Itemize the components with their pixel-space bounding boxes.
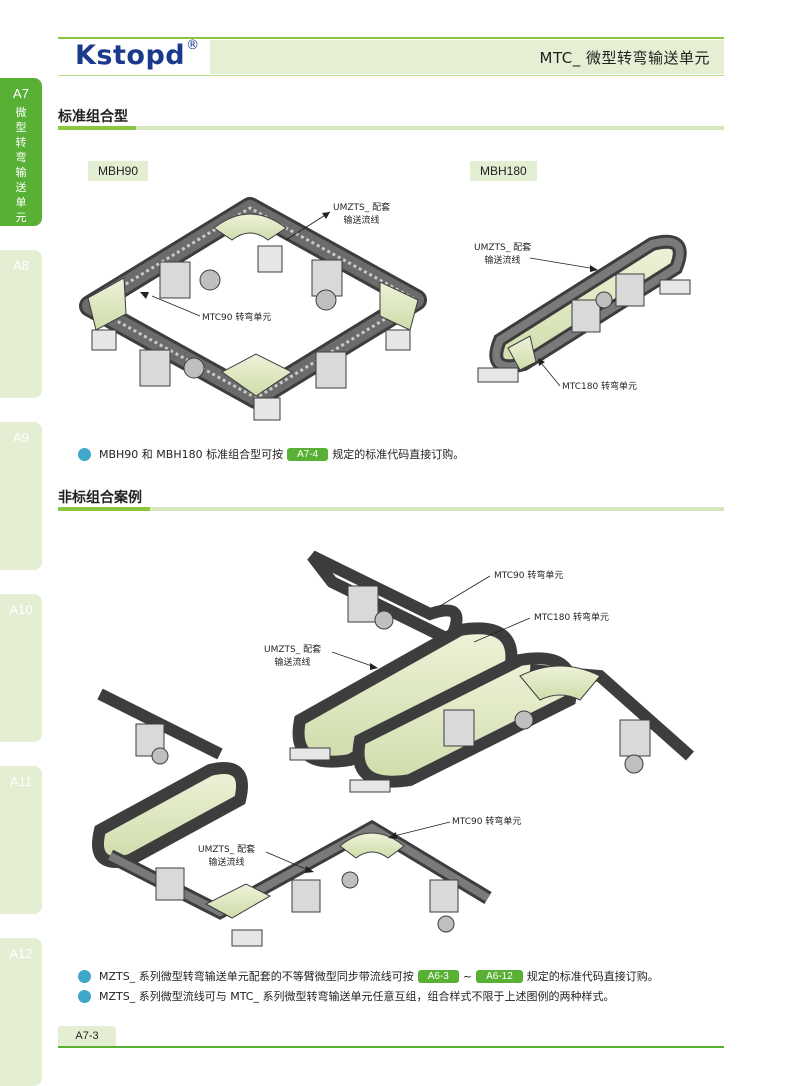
header-underline <box>58 75 724 76</box>
note-nonstandard-2: MZTS_ 系列微型流线可与 MTC_ 系列微型转弯输送单元任意互组，组合样式不… <box>78 988 614 1004</box>
tab-a11[interactable]: A11 <box>0 766 42 914</box>
section-rule-standard <box>58 126 724 130</box>
chip-mbh180: MBH180 <box>470 161 537 181</box>
lightbulb-icon <box>78 969 91 983</box>
section-title-nonstandard: 非标组合案例 <box>58 490 142 506</box>
tab-a10[interactable]: A10 <box>0 594 42 742</box>
page-title: MTC_ 微型转弯输送单元 <box>539 49 710 67</box>
header-top-rule <box>58 37 724 39</box>
note-standard: MBH90 和 MBH180 标准组合型可按 A7-4 规定的标准代码直接订购。 <box>78 446 464 462</box>
case-cluster-bottom <box>92 688 492 947</box>
page-number: A7-3 <box>58 1026 116 1046</box>
callout-umzts-bottom: UMZTS_ 配套输送流线 <box>198 845 256 868</box>
note-nonstandard-1: MZTS_ 系列微型转弯输送单元配套的不等臂微型同步带流线可按 A6-3 ~ A… <box>78 968 659 984</box>
ref-a7-4[interactable]: A7-4 <box>287 447 329 461</box>
mbh90-illustration <box>79 197 427 421</box>
mbh180-illustration <box>477 234 691 383</box>
callout-umzts-mbh180: UMZTS_ 配套输送流线 <box>474 243 532 266</box>
section-title-standard: 标准组合型 <box>58 109 128 125</box>
callout-mtc90-top: MTC90 转弯单元 <box>494 571 564 581</box>
callout-mtc90-bottom: MTC90 转弯单元 <box>452 817 522 827</box>
callout-mtc90-mbh90: MTC90 转弯单元 <box>202 313 272 323</box>
section-rule-nonstandard <box>58 507 724 511</box>
callout-mtc180-case: MTC180 转弯单元 <box>534 613 610 623</box>
chip-mbh90: MBH90 <box>88 161 149 181</box>
callout-umzts-top: UMZTS_ 配套输送流线 <box>264 645 322 668</box>
case-cluster-top <box>289 550 694 793</box>
lightbulb-icon <box>78 989 91 1003</box>
brand-logo: Kstopd® <box>75 38 200 71</box>
ref-a6-3[interactable]: A6-3 <box>417 969 459 983</box>
tab-a7-label: 微型转弯输送单元 <box>15 106 27 224</box>
tab-a12[interactable]: A12 <box>0 938 42 1086</box>
tab-a8[interactable]: A8 <box>0 250 42 398</box>
tab-a9[interactable]: A9 <box>0 422 42 570</box>
header-bar: MTC_ 微型转弯输送单元 <box>210 40 724 74</box>
callout-mtc180-mbh180: MTC180 转弯单元 <box>562 382 638 392</box>
callout-umzts-mbh90: UMZTS_ 配套输送流线 <box>333 203 391 226</box>
lightbulb-icon <box>78 447 91 461</box>
ref-a6-12[interactable]: A6-12 <box>476 969 523 983</box>
footer-rule <box>58 1046 724 1048</box>
tab-a7[interactable]: A7 微型转弯输送单元 <box>0 78 42 226</box>
